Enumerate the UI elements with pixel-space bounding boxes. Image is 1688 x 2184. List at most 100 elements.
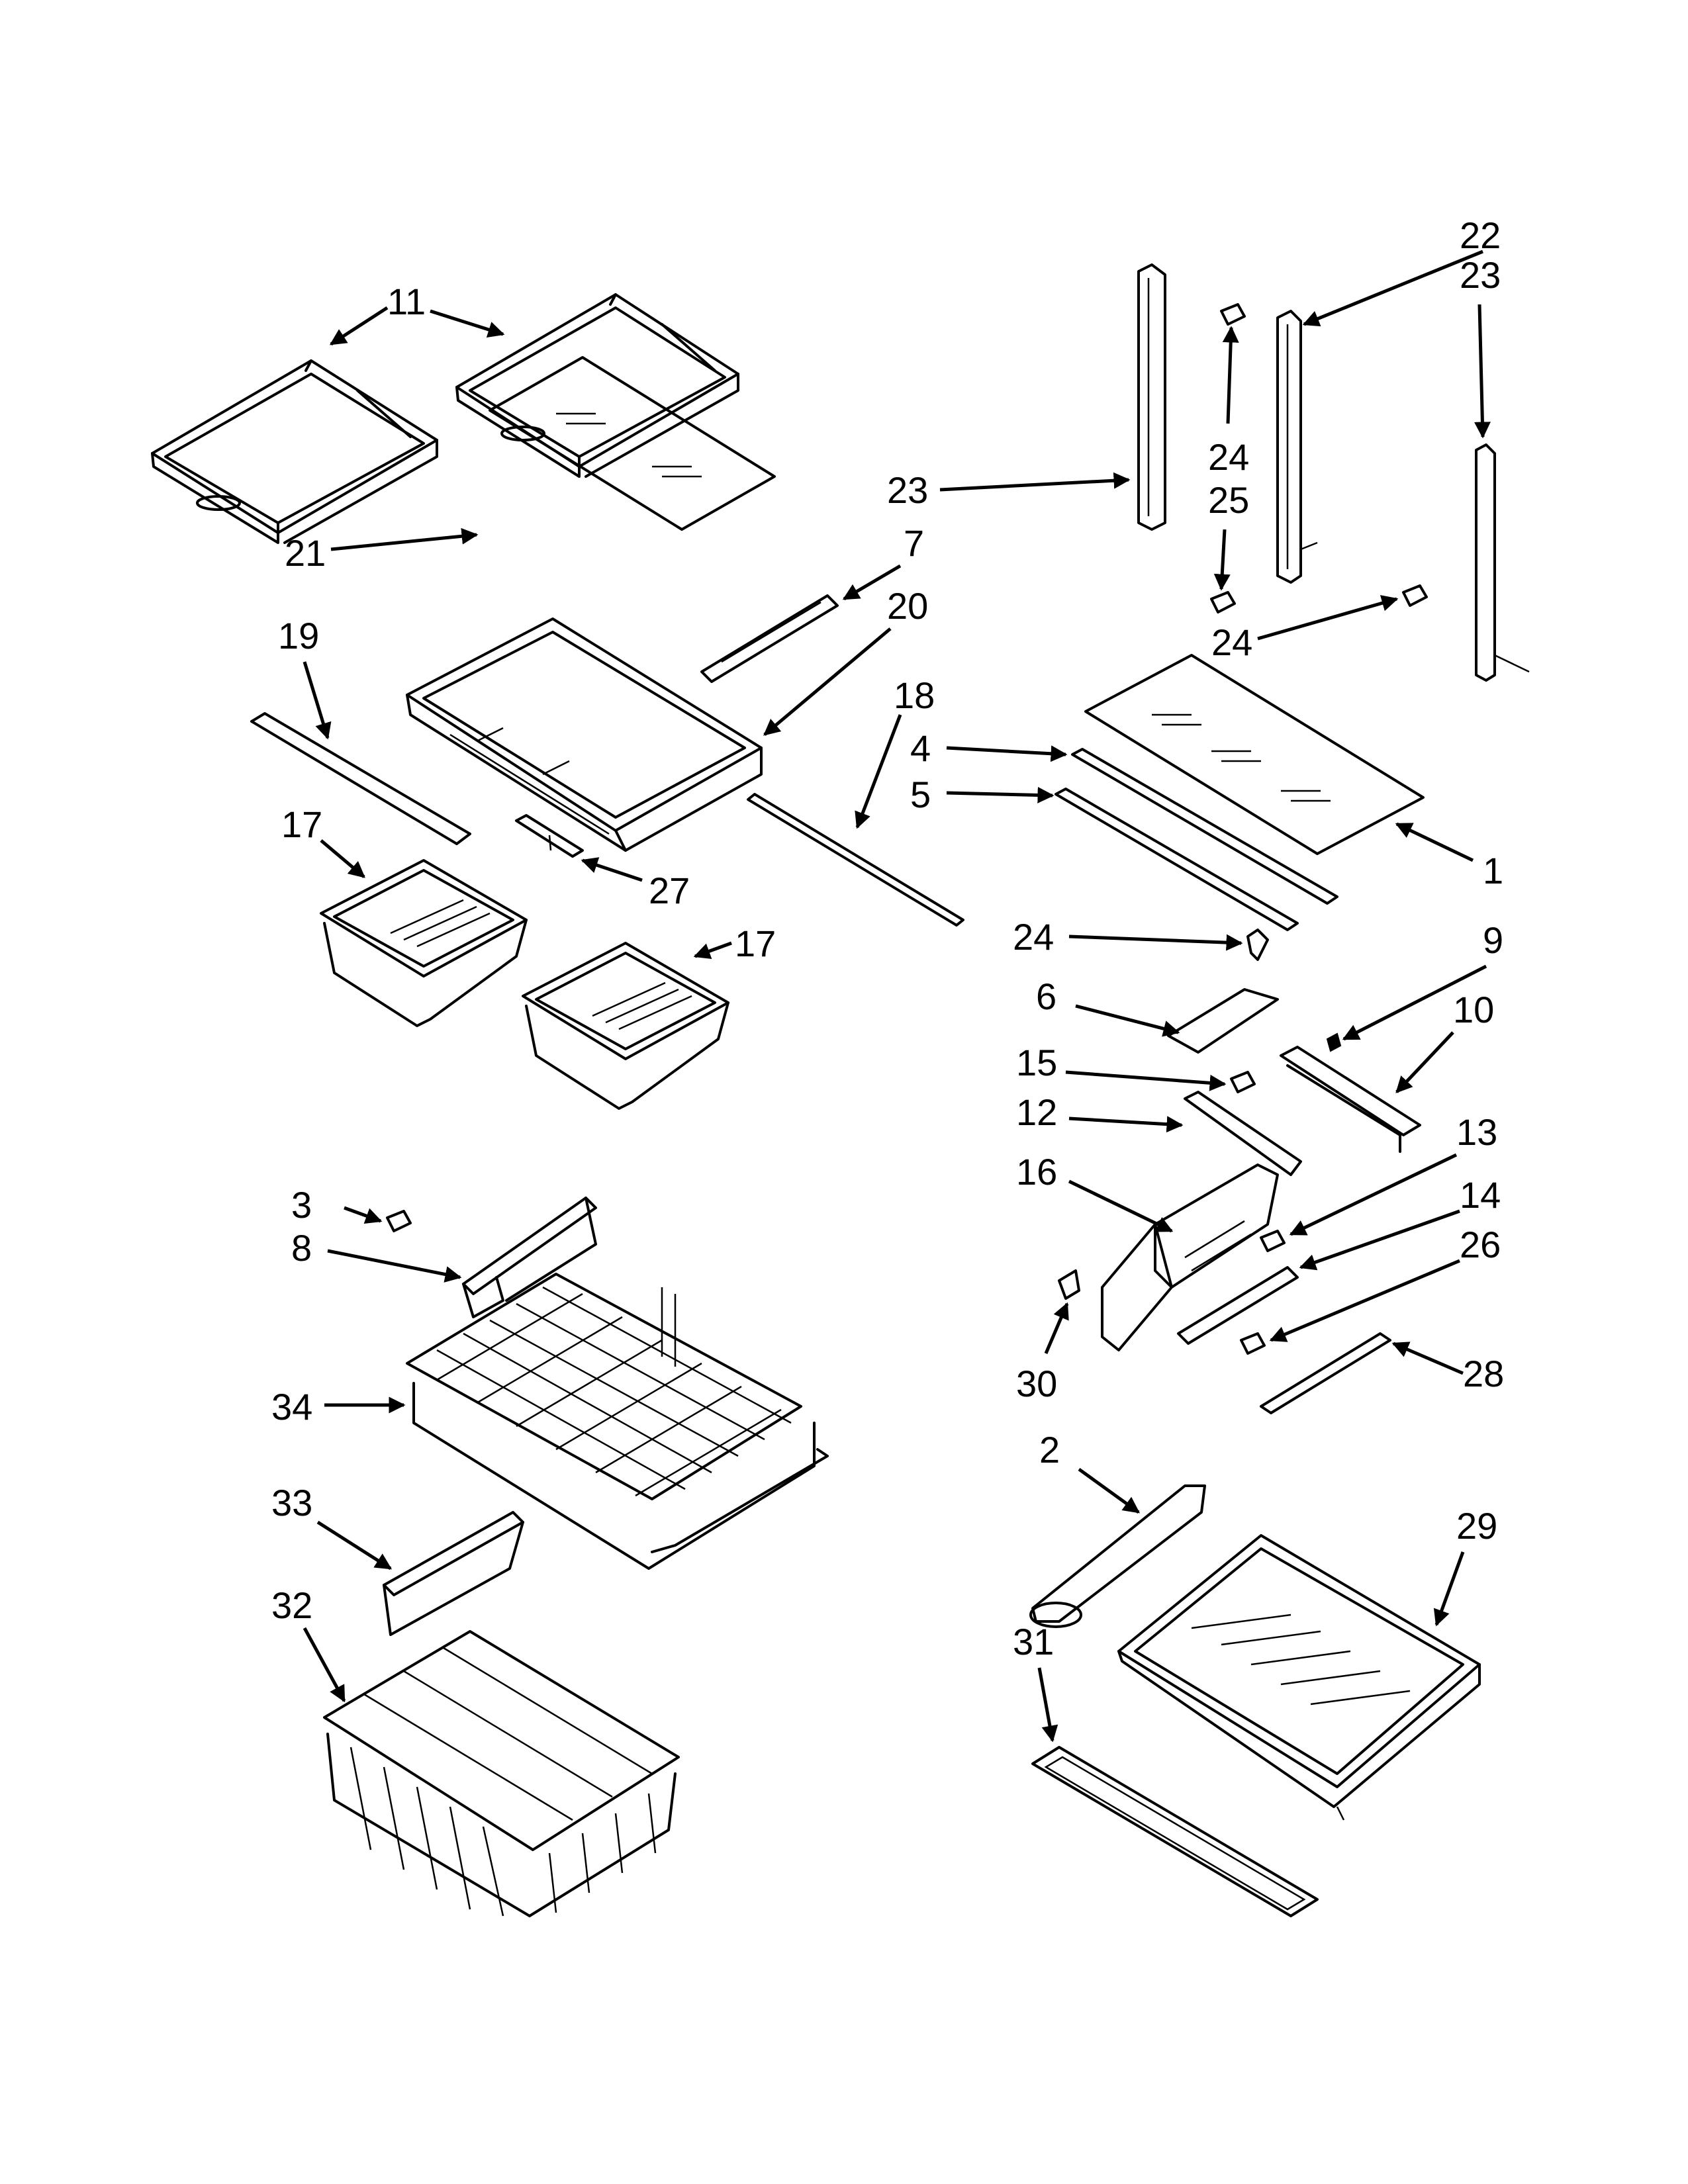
part-wire-basket-32 [323, 1630, 680, 1917]
part-rail-22 [1276, 310, 1318, 584]
part-crisper-drawer-right [522, 942, 729, 1110]
leader-11b [430, 309, 505, 338]
leader-30 [1044, 1302, 1069, 1354]
leader-17a [320, 839, 365, 878]
part-screw-3 [386, 1210, 412, 1232]
callout-30: 30 [1016, 1363, 1057, 1404]
part-screw-13 [1260, 1230, 1286, 1252]
part-divider-8 [462, 1197, 597, 1318]
callout-14: 14 [1460, 1174, 1501, 1216]
part-hinge-10 [1280, 1046, 1421, 1153]
callout-17-left: 17 [281, 803, 322, 845]
part-clip-9 [1326, 1032, 1342, 1052]
leader-7 [842, 564, 902, 601]
part-screw-26 [1240, 1332, 1266, 1355]
callout-24-right: 24 [1211, 621, 1252, 663]
leader-29 [1433, 1551, 1465, 1627]
callout-20: 20 [887, 585, 928, 627]
part-clip-30 [1058, 1269, 1080, 1300]
leader-9 [1342, 964, 1487, 1041]
leader-24c [1068, 934, 1243, 951]
leader-2 [1078, 1467, 1141, 1514]
part-pan-29 [1117, 1534, 1481, 1821]
callout-17-right: 17 [735, 923, 776, 964]
callout-labels: 11 21 7 20 19 17 17 27 18 23 22 23 24 25… [271, 214, 1504, 1662]
leader-8 [327, 1249, 462, 1283]
leader-31 [1037, 1667, 1058, 1743]
part-handle-2 [1029, 1484, 1206, 1628]
callout-18: 18 [894, 674, 935, 716]
part-trim-4 [1071, 748, 1338, 905]
part-crisper-drawer-left [320, 859, 528, 1027]
part-rail-23-left [1137, 263, 1166, 531]
leader-14 [1299, 1209, 1460, 1271]
leader-10 [1395, 1031, 1454, 1093]
leader-22 [1302, 250, 1483, 327]
leader-27 [581, 857, 643, 882]
callout-3: 3 [291, 1184, 312, 1226]
callout-33: 33 [271, 1482, 312, 1524]
part-rod-18 [747, 793, 964, 927]
leader-23a [939, 472, 1131, 492]
callout-32: 32 [271, 1584, 312, 1626]
callout-10: 10 [1453, 989, 1494, 1030]
callout-24-upper: 24 [1208, 436, 1249, 478]
callout-22: 22 [1460, 214, 1501, 256]
leader-6 [1075, 1004, 1180, 1037]
part-rail-7 [700, 594, 839, 683]
leader-32 [303, 1627, 346, 1703]
callout-9: 9 [1483, 919, 1503, 961]
callout-24-lower: 24 [1013, 916, 1054, 958]
callout-1: 1 [1483, 850, 1503, 891]
part-screw-24-right [1402, 584, 1428, 607]
part-screw-15 [1230, 1071, 1256, 1093]
callout-6: 6 [1036, 976, 1056, 1017]
part-bracket-27 [515, 814, 584, 858]
callout-16: 16 [1016, 1151, 1057, 1193]
callout-4: 4 [910, 727, 931, 769]
leader-11a [329, 306, 389, 346]
leader-17b [693, 941, 732, 960]
part-glass-shelf-21 [489, 356, 776, 531]
leader-3 [344, 1206, 383, 1224]
leader-12 [1068, 1116, 1184, 1133]
leader-25 [1213, 529, 1231, 591]
part-shelf-frame-left [151, 359, 438, 544]
callout-21: 21 [285, 532, 326, 574]
leader-15 [1065, 1070, 1227, 1091]
callout-5: 5 [910, 774, 931, 815]
leader-13 [1289, 1153, 1458, 1236]
part-divider-33 [383, 1511, 524, 1636]
callout-26: 26 [1460, 1224, 1501, 1265]
part-screw-24-upper [1220, 303, 1246, 326]
part-crisper-cover-20 [406, 617, 763, 852]
part-shelf-frame-right [455, 293, 739, 478]
part-rail-23-right [1475, 443, 1530, 682]
callout-28: 28 [1463, 1353, 1504, 1394]
callout-13: 13 [1456, 1111, 1497, 1153]
part-trim-19 [250, 712, 471, 845]
callout-2: 2 [1039, 1429, 1060, 1471]
part-trim-5 [1055, 788, 1299, 931]
callout-7: 7 [904, 522, 924, 564]
callout-27: 27 [649, 870, 690, 911]
part-wire-basket-34 [406, 1273, 829, 1570]
leader-21 [330, 527, 479, 551]
leader-20 [763, 627, 892, 736]
leader-19 [303, 661, 332, 740]
leader-26 [1269, 1259, 1460, 1342]
callout-11: 11 [387, 281, 426, 322]
callout-19: 19 [278, 615, 319, 657]
leader-24a [1222, 326, 1239, 424]
leader-18 [855, 714, 902, 829]
callout-34: 34 [271, 1386, 312, 1428]
callout-15: 15 [1016, 1042, 1057, 1083]
leader-5 [946, 786, 1055, 803]
part-trim-31 [1031, 1746, 1319, 1917]
part-screw-24-lower [1246, 929, 1269, 961]
part-wire-28 [1260, 1332, 1391, 1414]
leader-23b [1474, 304, 1491, 439]
part-spring-12 [1184, 1091, 1302, 1176]
part-bracket-6 [1167, 988, 1279, 1054]
callout-23-left: 23 [887, 469, 928, 511]
